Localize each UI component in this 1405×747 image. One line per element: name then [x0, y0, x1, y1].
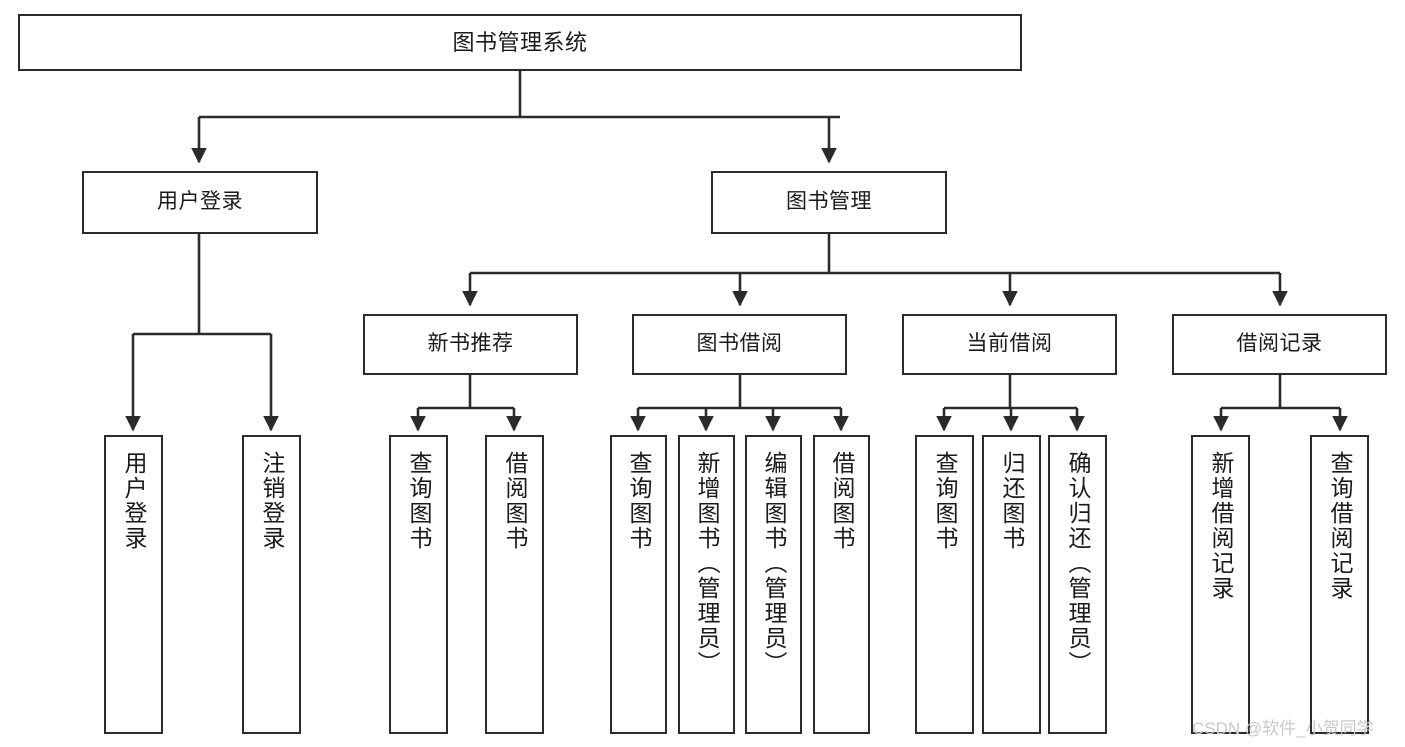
node-label: 注销登录 [259, 451, 285, 551]
node-label: 借阅图书 [829, 451, 855, 551]
node-label: 查询借阅记录 [1327, 451, 1353, 601]
leaf-borrow-book[interactable]: 借阅图书 [813, 435, 870, 734]
node-label: 图书借阅 [696, 332, 783, 356]
node-label: 新增图书（管理员） [694, 451, 720, 676]
node-label: 新增借阅记录 [1208, 451, 1234, 601]
leaf-logout-login[interactable]: 注销登录 [242, 435, 301, 734]
leaf-borrow-book-recommend[interactable]: 借阅图书 [485, 435, 544, 734]
leaf-add-borrow-record[interactable]: 新增借阅记录 [1191, 435, 1250, 734]
node-label: 编辑图书（管理员） [761, 451, 787, 676]
node-book-borrow[interactable]: 图书借阅 [632, 314, 847, 375]
leaf-confirm-return[interactable]: 确认归还（管理员） [1048, 435, 1107, 734]
leaf-query-borrow-record[interactable]: 查询借阅记录 [1310, 435, 1369, 734]
node-label: 当前借阅 [966, 332, 1053, 356]
leaf-add-book[interactable]: 新增图书（管理员） [678, 435, 735, 734]
node-label: 图书管理 [786, 190, 872, 214]
leaf-query-book-borrow[interactable]: 查询图书 [610, 435, 667, 734]
node-borrow-record[interactable]: 借阅记录 [1172, 314, 1387, 375]
leaf-edit-book[interactable]: 编辑图书（管理员） [745, 435, 802, 734]
node-current-borrow[interactable]: 当前借阅 [902, 314, 1117, 375]
leaf-return-book[interactable]: 归还图书 [982, 435, 1041, 734]
node-label: 确认归还（管理员） [1065, 451, 1091, 676]
node-root-book-management-system[interactable]: 图书管理系统 [18, 14, 1022, 71]
node-label: 图书管理系统 [452, 29, 588, 55]
node-label: 新书推荐 [427, 332, 514, 356]
node-label: 用户登录 [121, 451, 147, 551]
leaf-user-login[interactable]: 用户登录 [104, 435, 163, 734]
node-label: 归还图书 [999, 451, 1025, 551]
node-label: 借阅图书 [502, 451, 528, 551]
node-label: 查询图书 [626, 451, 652, 551]
node-label: 用户登录 [157, 190, 243, 214]
node-label: 借阅记录 [1236, 332, 1323, 356]
leaf-query-book-current[interactable]: 查询图书 [915, 435, 974, 734]
watermark: CSDN @软件_小贺同学 [1192, 719, 1374, 738]
node-label: 查询图书 [406, 451, 432, 551]
node-new-book-recommend[interactable]: 新书推荐 [363, 314, 578, 375]
node-book-management[interactable]: 图书管理 [711, 171, 947, 234]
node-user-login[interactable]: 用户登录 [82, 171, 318, 234]
leaf-query-book-recommend[interactable]: 查询图书 [389, 435, 448, 734]
node-label: 查询图书 [932, 451, 958, 551]
